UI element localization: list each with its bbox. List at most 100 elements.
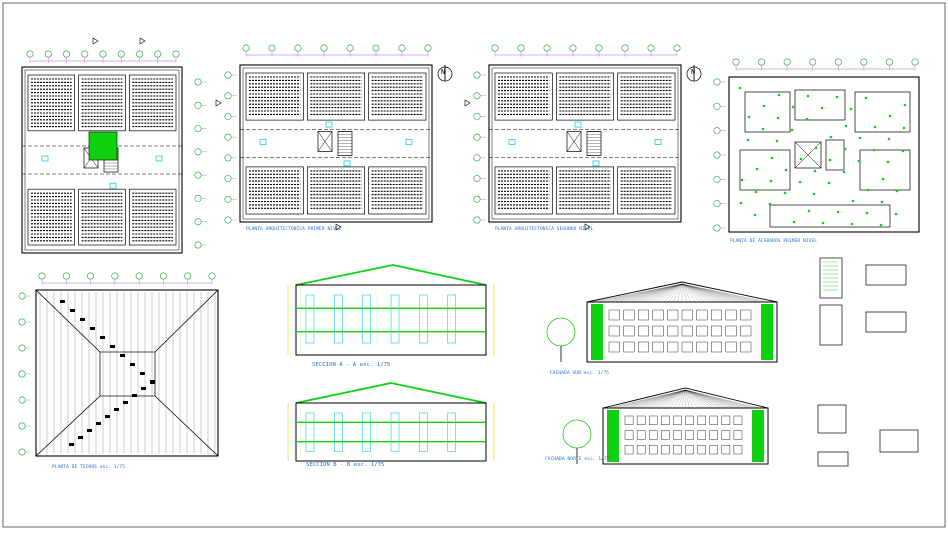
light-fixture (739, 201, 743, 205)
outer-wall (239, 64, 433, 223)
line (600, 283, 683, 303)
classroom (128, 74, 177, 132)
line (681, 283, 759, 303)
stair (825, 139, 845, 171)
grid-bubble (184, 272, 192, 280)
light-fixture (873, 125, 877, 129)
window (638, 309, 650, 321)
window (696, 309, 708, 321)
roof-hatch-mark (78, 436, 83, 439)
window (608, 341, 620, 353)
light-fixture (887, 137, 891, 141)
elevation-front-title: FACHADA SUR esc. 1/75 (550, 371, 609, 376)
grid-bubble (294, 44, 302, 52)
line (605, 283, 683, 303)
light-fixture (894, 212, 898, 216)
grid-bubble (18, 448, 26, 456)
light-fixture (799, 157, 803, 161)
line (566, 131, 582, 152)
line (659, 283, 683, 303)
room (859, 149, 911, 191)
window (649, 415, 658, 425)
facade (586, 301, 778, 363)
grid-bubble (62, 272, 70, 280)
window (649, 430, 658, 440)
line (662, 389, 686, 409)
detail-c (819, 304, 843, 346)
line (638, 389, 686, 409)
light-fixture (864, 96, 868, 100)
light-fixture (814, 146, 818, 150)
line (627, 283, 683, 303)
roof-hatch-mark (87, 429, 92, 432)
window (623, 309, 635, 321)
core (794, 141, 822, 169)
green-tower (761, 304, 773, 360)
classroom (617, 72, 676, 121)
grid-bubble (491, 44, 499, 52)
line (681, 283, 741, 303)
line (635, 389, 686, 409)
grid-bubble (713, 200, 721, 208)
light-fixture (738, 86, 742, 90)
window (721, 430, 731, 440)
classroom (368, 166, 427, 215)
line (672, 283, 683, 303)
grid-bubble (809, 58, 817, 66)
grid-bubble (346, 44, 354, 52)
section-a-title: SECCION A - A esc. 1/75 (312, 362, 391, 368)
grid-bubble (543, 44, 551, 52)
detail-b (865, 264, 907, 286)
grid-bubble (194, 148, 202, 156)
outer-wall (728, 76, 920, 233)
grid-bubble (194, 218, 202, 226)
line (591, 283, 683, 303)
grid-bubble (18, 318, 26, 326)
light-fixture (807, 209, 811, 213)
window (697, 415, 706, 425)
line (618, 283, 683, 303)
roof-hatch-mark (105, 415, 110, 418)
line (673, 389, 686, 409)
line (154, 289, 219, 353)
window (636, 430, 646, 440)
grid-bubble (424, 44, 432, 52)
room (769, 204, 891, 228)
light-fixture (784, 168, 788, 172)
bathroom-fixture (592, 160, 600, 167)
grid-bubble (732, 58, 740, 66)
light-fixture (753, 213, 757, 217)
window (711, 309, 723, 321)
column (419, 412, 428, 452)
window (696, 341, 708, 353)
line (685, 389, 740, 409)
detail-g (817, 451, 849, 467)
line (681, 283, 728, 303)
grid-bubble (834, 58, 842, 66)
classroom (245, 166, 304, 215)
roof-ridge (99, 351, 156, 397)
window (740, 341, 752, 353)
grid-bubble (473, 71, 481, 79)
grid-bubble (473, 92, 481, 100)
grid-bubble (621, 44, 629, 52)
light-fixture (821, 221, 825, 225)
column (390, 294, 400, 344)
grid-bubble (62, 50, 70, 58)
roof-hatch-mark (114, 408, 119, 411)
classroom (306, 166, 366, 215)
light-fixture (879, 223, 883, 227)
light-fixture (895, 189, 899, 193)
line (650, 389, 686, 409)
tree (546, 317, 576, 347)
light-fixture (769, 179, 773, 183)
window (661, 445, 670, 455)
grid-bubble (595, 44, 603, 52)
bathroom-fixture (109, 182, 117, 189)
line (611, 389, 686, 409)
grid-bubble (208, 272, 216, 280)
grid-bubble (673, 44, 681, 52)
grid-bubble (320, 44, 328, 52)
roof-hatch-mark (140, 372, 145, 375)
